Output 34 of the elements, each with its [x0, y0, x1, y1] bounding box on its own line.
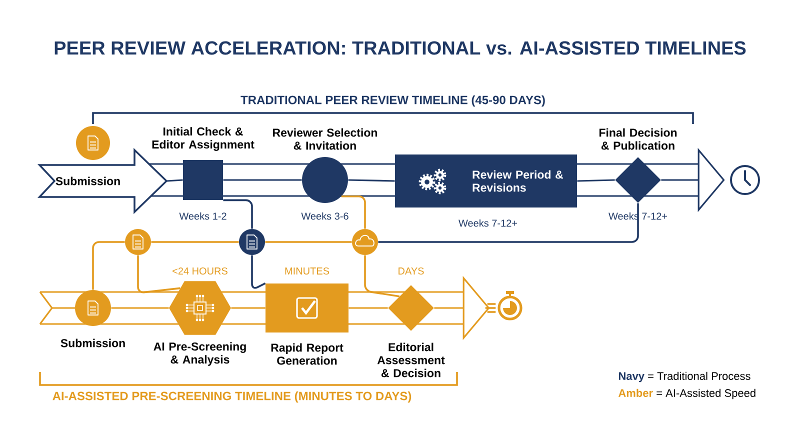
connector-circle [76, 126, 110, 160]
title: PEER REVIEW ACCELERATION: TRADITIONAL vs. AI-ASSISTED TIMELINES [54, 41, 746, 55]
step-label: Submission [60, 338, 125, 348]
connector-line [341, 196, 366, 229]
connector-circle [125, 229, 151, 255]
step-label: Editorial Assessment & Decision [377, 342, 445, 378]
connector-line [137, 255, 180, 294]
legend-entry: Amber = AI-Assisted Speed [618, 388, 756, 400]
timeline-label: TRADITIONAL PEER REVIEW TIMELINE (45-90 DAYS) [238, 93, 548, 109]
duration-label: MINUTES [283, 266, 331, 276]
stopwatch-icon [485, 291, 522, 320]
connector-line [378, 203, 639, 243]
legend-entry: Navy = Traditional Process [618, 372, 750, 382]
connector-line [151, 241, 239, 243]
connector-circle [239, 229, 265, 255]
duration-label: Weeks 1-2 [178, 210, 228, 222]
arrow-box: Submission [37, 148, 168, 214]
connector-line [265, 241, 352, 243]
step-label: Final Decision & Publication [599, 128, 677, 150]
step-label: Rapid Report Generation [271, 343, 344, 365]
connector-line [92, 241, 125, 290]
connector-line [251, 255, 266, 289]
connector-line [223, 199, 253, 229]
step-label: AI Pre-Screening & Analysis [154, 342, 246, 366]
timeline-label: AI-ASSISTED PRE-SCREENING TIMELINE (MINUTES TO DAYS) [52, 391, 412, 403]
step-label: Reviewer Selection & Invitation [273, 128, 377, 150]
duration-label: DAYS [396, 266, 426, 276]
duration-label: Weeks 7-12+ [457, 218, 520, 228]
clock-icon [730, 165, 760, 195]
duration-label: <24 HOURS [170, 266, 230, 276]
process-box: Review Period & Revisions [395, 154, 577, 208]
connector-line [364, 255, 400, 298]
connector-circle [352, 229, 378, 255]
duration-label: Weeks 3-6 [300, 210, 350, 222]
